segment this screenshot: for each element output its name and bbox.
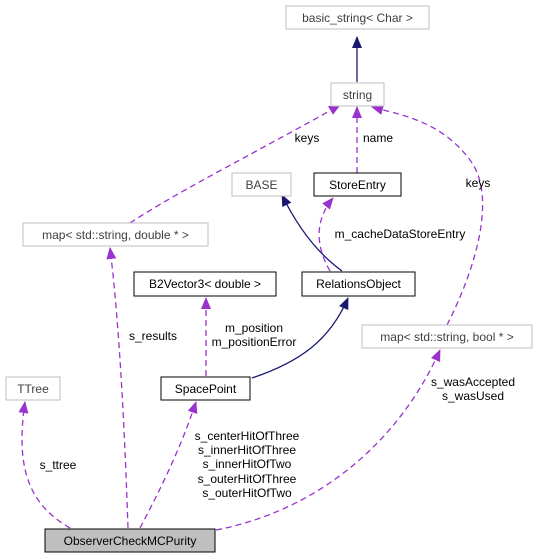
node-map-double-label: map< std::string, double * >	[42, 228, 189, 242]
edge-space-point-to-relations-object	[251, 297, 349, 379]
edge-label-m-position: m_position	[225, 321, 283, 335]
node-string[interactable]: string	[330, 82, 385, 107]
edge-label-keys-right: keys	[466, 176, 491, 190]
edge-observer-to-map-double	[106, 247, 129, 529]
edge-relations-object-to-base	[281, 194, 343, 272]
node-relations-object[interactable]: RelationsObject	[301, 271, 416, 297]
node-space-point[interactable]: SpacePoint	[160, 376, 251, 401]
node-base[interactable]: BASE	[231, 172, 292, 197]
node-observer-check-mc-purity[interactable]: ObserverCheckMCPurity	[44, 528, 216, 553]
edge-label-s-ttree: s_ttree	[40, 458, 77, 472]
edge-label-s-center-hit-of-three: s_centerHitOfThree	[195, 429, 300, 443]
edge-observer-to-ttree	[18, 401, 71, 529]
edge-label-s-inner-hit-of-three: s_innerHitOfThree	[198, 443, 296, 457]
node-b2vector3[interactable]: B2Vector3< double >	[133, 271, 277, 297]
node-ttree-label: TTree	[17, 382, 49, 396]
edge-label-m-position-error: m_positionError	[212, 335, 297, 349]
node-relations-object-label: RelationsObject	[316, 277, 401, 291]
edge-label-s-outer-hit-of-three: s_outerHitOfThree	[198, 472, 297, 486]
node-map-bool[interactable]: map< std::string, bool * >	[361, 324, 533, 349]
node-b2vector3-label: B2Vector3< double >	[149, 277, 261, 291]
node-map-double[interactable]: map< std::string, double * >	[22, 222, 209, 247]
edge-observer-to-map-bool	[215, 349, 441, 531]
edge-label-s-was-used: s_wasUsed	[442, 389, 504, 403]
edge-observer-to-space-point	[139, 401, 198, 529]
node-observer-check-mc-purity-label: ObserverCheckMCPurity	[64, 534, 197, 548]
node-ttree[interactable]: TTree	[5, 376, 61, 401]
edge-label-name: name	[363, 131, 393, 145]
edge-label-m-cache-data-store-entry: m_cacheDataStoreEntry	[335, 227, 466, 241]
node-store-entry-label: StoreEntry	[329, 178, 386, 192]
edge-label-keys-left: keys	[295, 131, 320, 145]
edge-label-s-inner-hit-of-two: s_innerHitOfTwo	[203, 457, 292, 471]
edge-label-s-outer-hit-of-two: s_outerHitOfTwo	[202, 486, 292, 500]
node-store-entry[interactable]: StoreEntry	[313, 172, 402, 197]
node-space-point-label: SpacePoint	[175, 382, 237, 396]
edge-map-double-to-string	[129, 104, 341, 224]
node-base-label: BASE	[245, 178, 277, 192]
edge-map-bool-to-string	[371, 105, 484, 326]
edge-label-s-results: s_results	[129, 329, 177, 343]
edge-relations-object-to-store-entry	[318, 197, 334, 272]
node-basic-string-label: basic_string< Char >	[302, 11, 413, 25]
node-map-bool-label: map< std::string, bool * >	[380, 330, 513, 344]
node-basic-string[interactable]: basic_string< Char >	[285, 5, 430, 30]
edge-label-s-was-accepted: s_wasAccepted	[431, 375, 515, 389]
node-string-label: string	[343, 88, 372, 102]
